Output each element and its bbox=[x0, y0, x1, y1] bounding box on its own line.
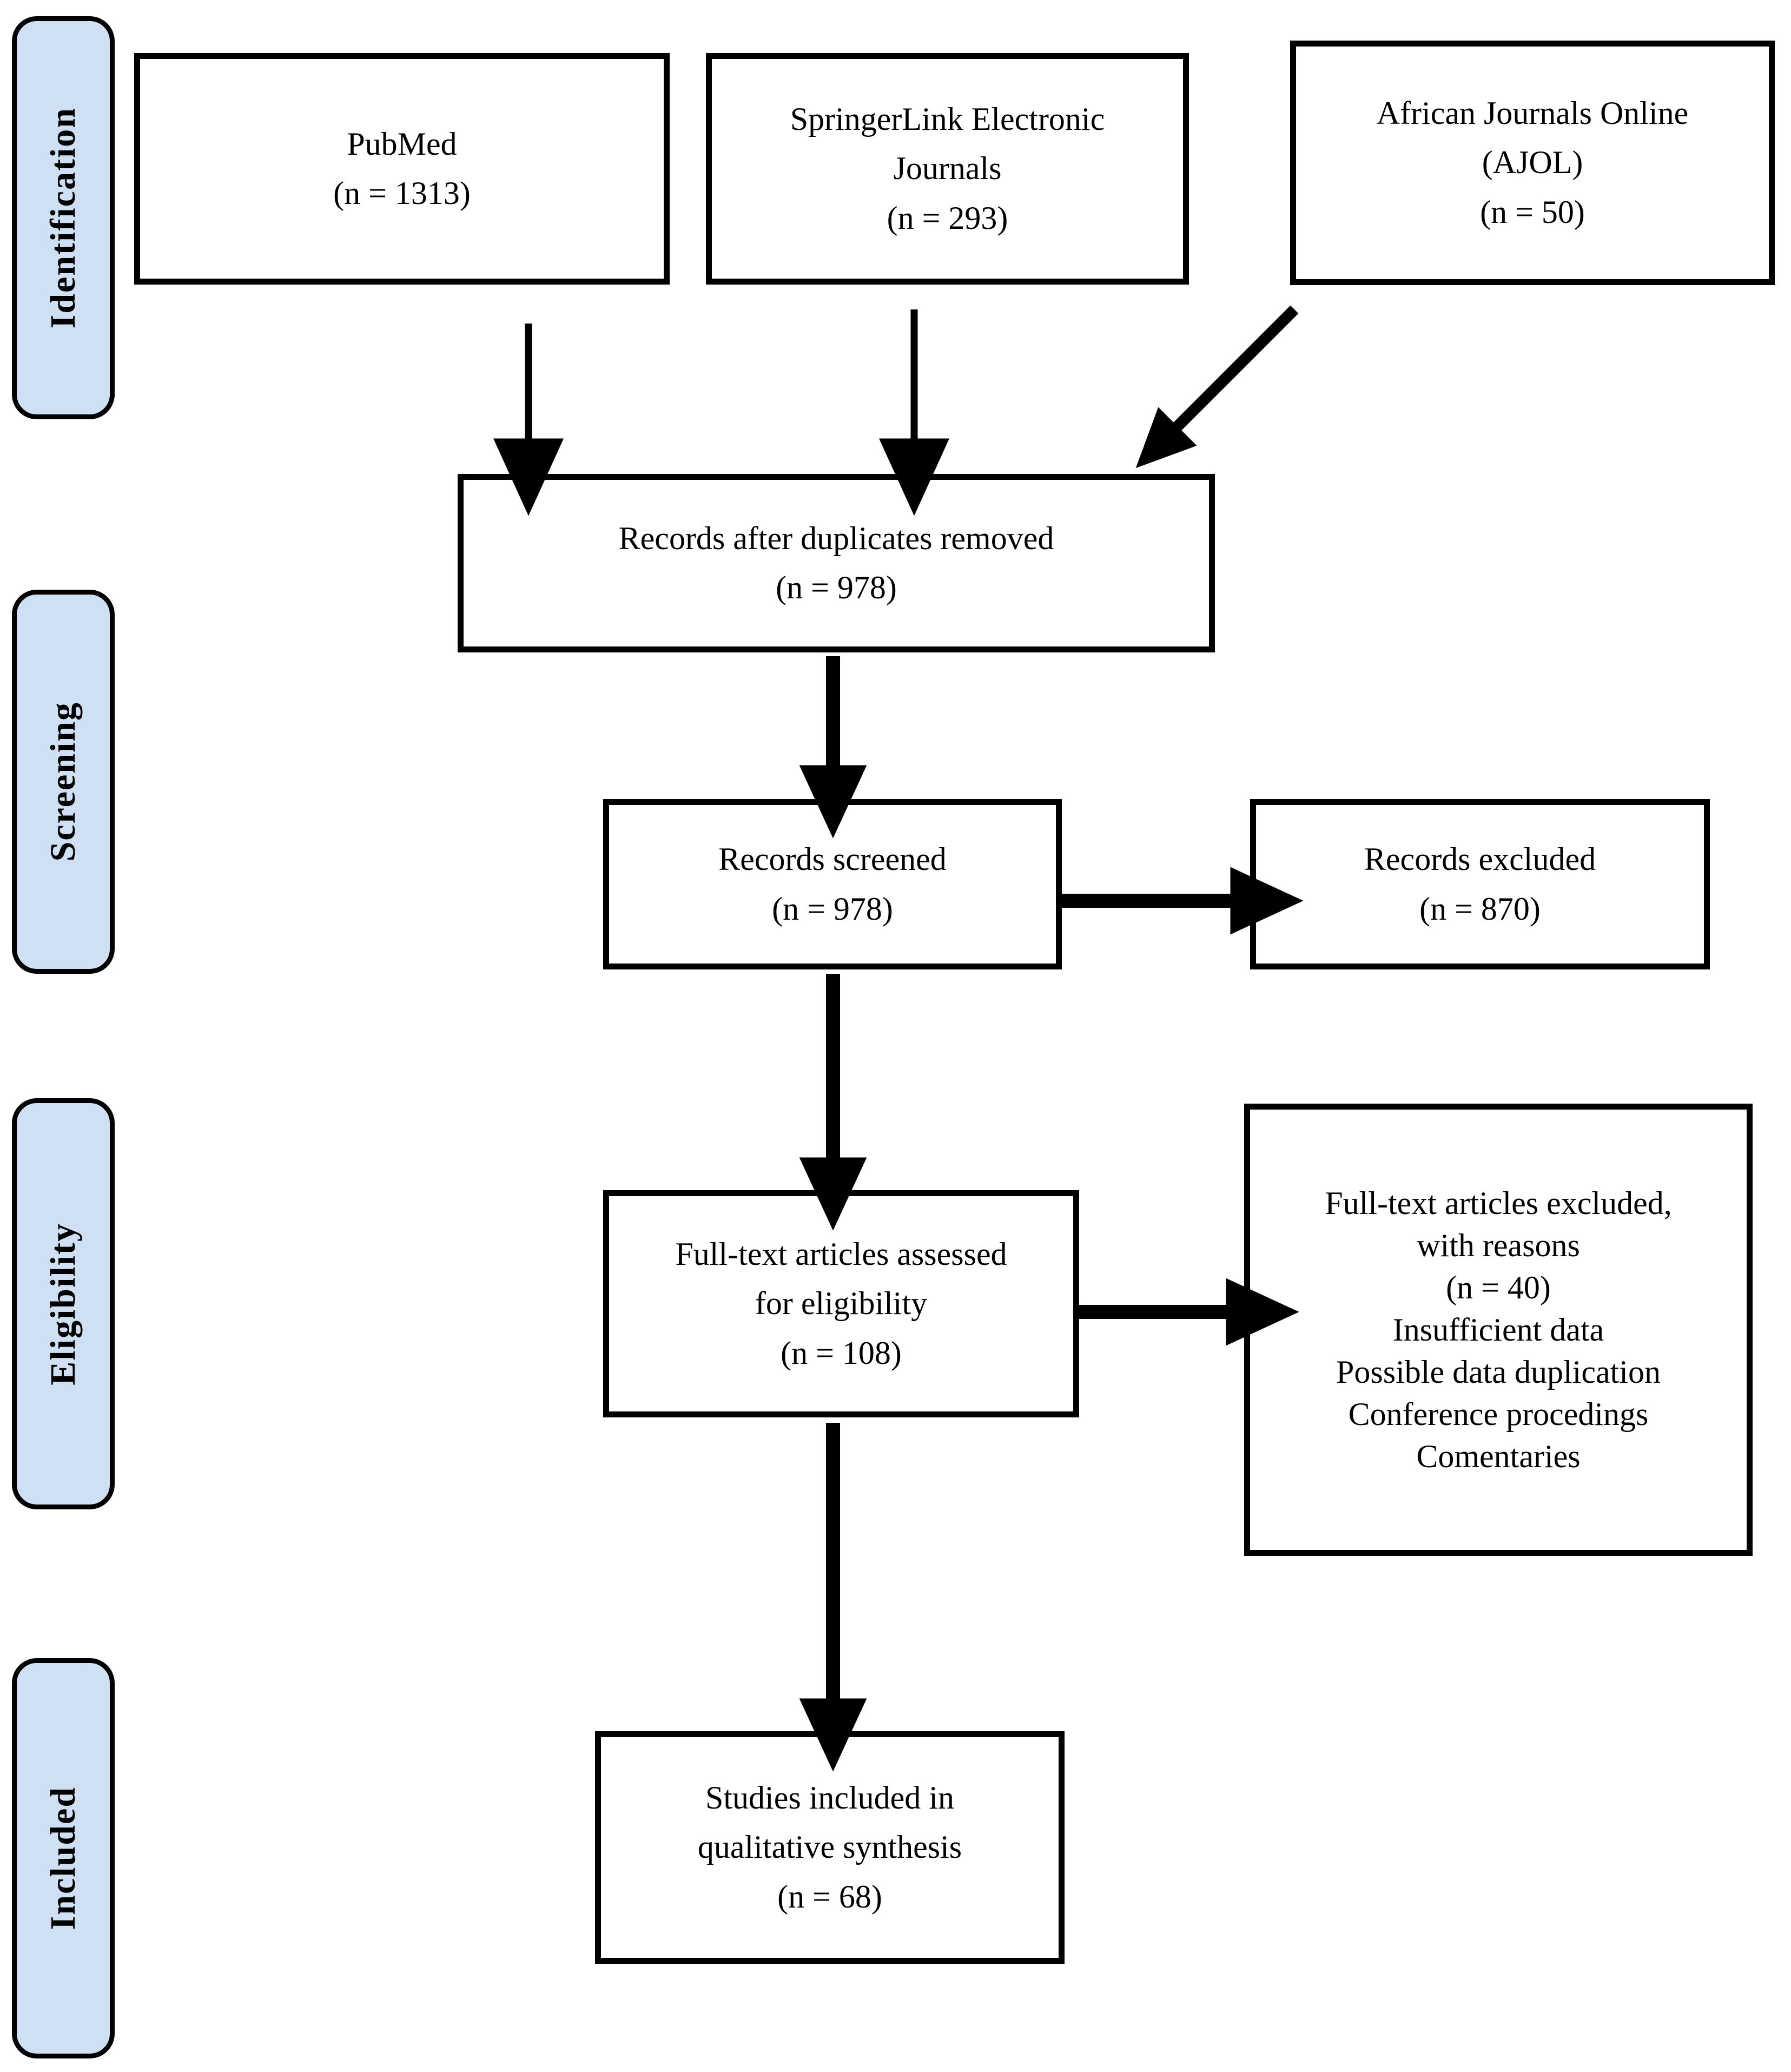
box-fulltext-assessed-line-0: Full-text articles assessed bbox=[675, 1236, 1007, 1272]
box-fulltext-assessed-line-2: (n = 108) bbox=[781, 1335, 902, 1371]
arrow-ajol-to-duplicates bbox=[1135, 305, 1299, 468]
box-duplicates-removed-line-1: (n = 978) bbox=[776, 570, 897, 605]
box-studies-included-line-1: qualitative synthesis bbox=[697, 1829, 962, 1865]
box-fulltext-excluded-reason-1: Possible data duplication bbox=[1336, 1354, 1661, 1390]
stage-label-included: Included bbox=[43, 1786, 83, 1930]
box-fulltext-excluded-line-2: (n = 40) bbox=[1446, 1270, 1551, 1305]
box-ajol-line-1: (AJOL) bbox=[1482, 144, 1583, 181]
box-ajol: African Journals Online (AJOL) (n = 50) bbox=[1290, 41, 1775, 285]
box-fulltext-excluded-reason-3: Comentaries bbox=[1416, 1438, 1581, 1474]
stage-pill-identification: Identification bbox=[12, 16, 115, 419]
box-pubmed-line-0: PubMed bbox=[347, 126, 457, 162]
box-fulltext-excluded-line-1: with reasons bbox=[1417, 1228, 1580, 1263]
box-fulltext-assessed: Full-text articles assessed for eligibil… bbox=[603, 1190, 1079, 1417]
box-records-screened: Records screened (n = 978) bbox=[603, 799, 1062, 969]
stage-pill-included: Included bbox=[12, 1658, 115, 2058]
box-studies-included-line-0: Studies included in bbox=[705, 1780, 954, 1816]
box-springerlink-line-0: SpringerLink Electronic bbox=[790, 101, 1105, 137]
box-studies-included-line-2: (n = 68) bbox=[777, 1878, 882, 1915]
box-fulltext-excluded-reason-2: Conference procedings bbox=[1348, 1396, 1649, 1432]
box-studies-included: Studies included in qualitative synthesi… bbox=[595, 1731, 1065, 1964]
box-fulltext-excluded-reason-0: Insufficient data bbox=[1392, 1312, 1604, 1348]
box-ajol-line-2: (n = 50) bbox=[1480, 194, 1585, 230]
stage-label-eligibility: Eligibility bbox=[43, 1222, 83, 1385]
box-duplicates-removed-line-0: Records after duplicates removed bbox=[618, 520, 1054, 556]
box-pubmed-line-1: (n = 1313) bbox=[333, 175, 471, 211]
box-fulltext-assessed-line-1: for eligibility bbox=[755, 1285, 928, 1322]
box-fulltext-excluded: Full-text articles excluded, with reason… bbox=[1244, 1104, 1753, 1556]
stage-label-identification: Identification bbox=[43, 107, 83, 329]
box-records-screened-line-1: (n = 978) bbox=[772, 890, 893, 927]
stage-label-screening: Screening bbox=[43, 702, 83, 862]
stage-pill-screening: Screening bbox=[12, 590, 115, 974]
stage-pill-eligibility: Eligibility bbox=[12, 1098, 115, 1509]
box-fulltext-excluded-line-0: Full-text articles excluded, bbox=[1325, 1185, 1672, 1221]
box-records-excluded: Records excluded (n = 870) bbox=[1250, 799, 1710, 969]
box-ajol-line-0: African Journals Online bbox=[1376, 95, 1689, 131]
box-records-screened-line-0: Records screened bbox=[718, 841, 947, 877]
box-records-excluded-line-1: (n = 870) bbox=[1419, 890, 1541, 927]
box-springerlink-line-1: Journals bbox=[893, 150, 1002, 187]
box-springerlink-line-2: (n = 293) bbox=[887, 200, 1008, 236]
box-springerlink: SpringerLink Electronic Journals (n = 29… bbox=[706, 53, 1189, 285]
box-records-excluded-line-0: Records excluded bbox=[1364, 841, 1596, 877]
box-pubmed: PubMed (n = 1313) bbox=[134, 53, 670, 285]
box-duplicates-removed: Records after duplicates removed (n = 97… bbox=[458, 474, 1215, 652]
